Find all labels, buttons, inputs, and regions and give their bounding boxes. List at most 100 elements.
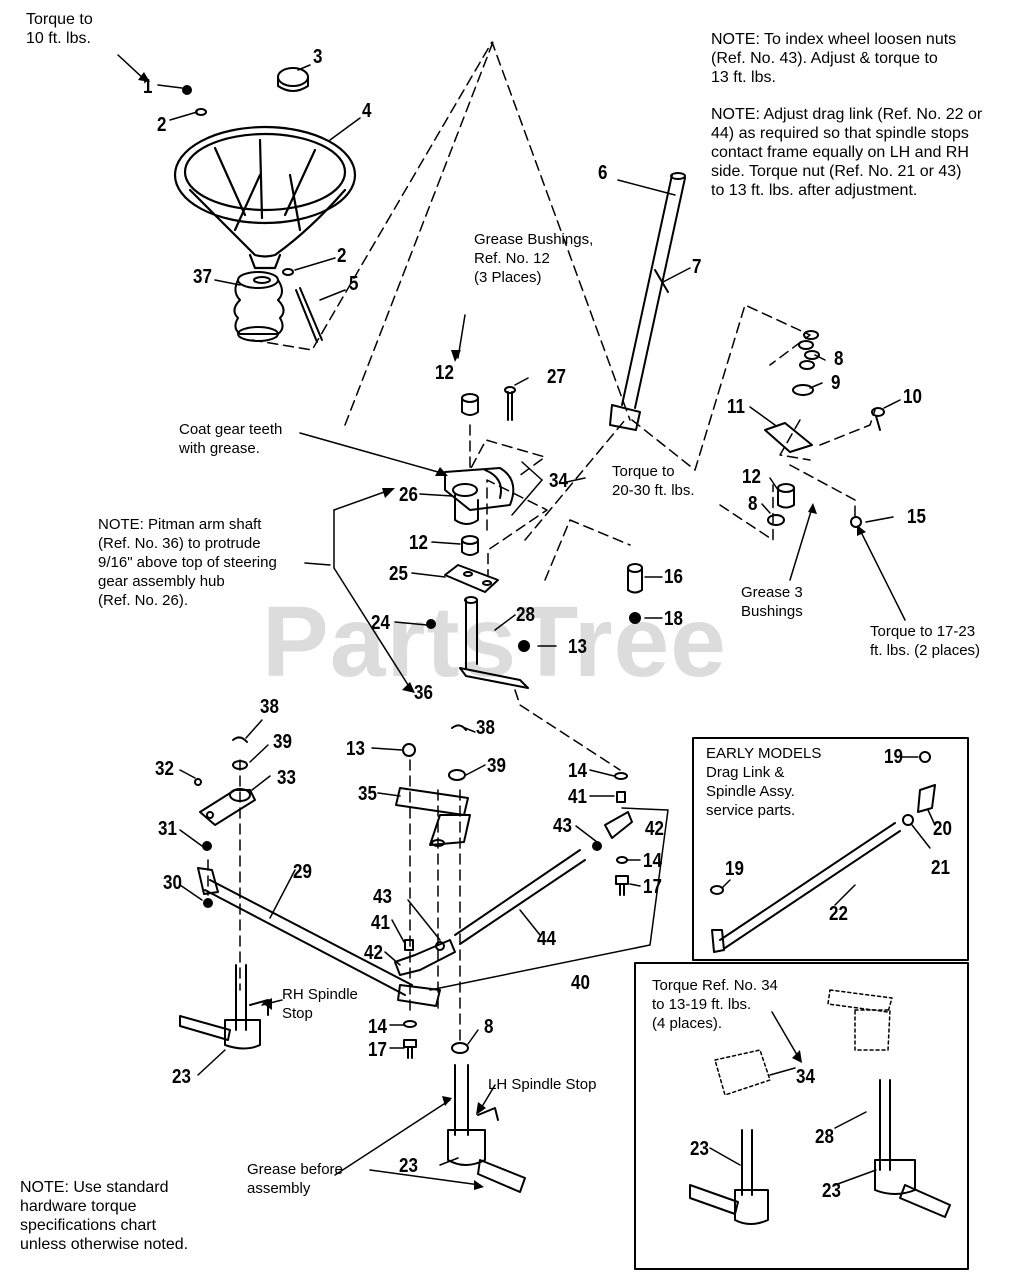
ref-number: 13: [568, 636, 587, 658]
steering-arm-part-33: [199, 788, 256, 826]
ref-number: 39: [487, 755, 506, 777]
ref-number: 25: [389, 563, 408, 585]
ref-number: 17: [368, 1039, 387, 1061]
ref-number: 14: [643, 850, 662, 872]
bushing-part-12c: [777, 483, 795, 509]
ref-number: 8: [834, 348, 844, 370]
note-pitman: NOTE: Pitman arm shaft (Ref. No. 36) to …: [98, 516, 277, 609]
ref-number: 8: [484, 1016, 494, 1038]
ref-number: 19: [884, 746, 903, 768]
ref-number: 19: [725, 858, 744, 880]
spindle-part-23-box-b-solid: [874, 1079, 951, 1218]
bushing-part-12b: [461, 535, 479, 556]
arrowheads: [138, 72, 866, 1190]
ref-number: 23: [399, 1155, 418, 1177]
note-grease-3: Grease 3 Bushings: [741, 584, 803, 620]
bolt-part-17b: [403, 1039, 417, 1059]
ref-number: 3: [313, 46, 323, 68]
ref-number: 7: [692, 256, 702, 278]
note-coat-gear: Coat gear teeth with grease.: [179, 421, 283, 457]
ref-number: 34: [796, 1066, 815, 1088]
early-models-box: [692, 737, 969, 961]
ref-number: 43: [553, 815, 572, 837]
ref-number: 12: [742, 466, 761, 488]
ref-number: 33: [277, 767, 296, 789]
note-torque-20-30: Torque to 20-30 ft. lbs.: [612, 463, 695, 499]
ref-number: 16: [664, 566, 683, 588]
ref-number: 5: [349, 273, 359, 295]
tie-rod-part-29: [197, 867, 441, 1007]
spindle-part-23-box-a-solid: [689, 1129, 769, 1225]
center-cap-part: [277, 67, 309, 87]
note-index-wheel: NOTE: To index wheel loosen nuts (Ref. N…: [711, 31, 957, 86]
bolt-part-5: [295, 287, 323, 343]
note-torque-ref-34: Torque Ref. No. 34 to 13-19 ft. lbs. (4 …: [652, 977, 778, 1032]
ref-number: 39: [273, 731, 292, 753]
ref-number: 23: [822, 1180, 841, 1202]
spindle-part-23-box-b: [827, 989, 893, 1051]
ref-number: 4: [362, 100, 372, 122]
steering-shaft-part-6: [609, 172, 686, 431]
ref-number: 18: [664, 608, 683, 630]
nut-part-15: [850, 516, 862, 528]
plate-part-11: [764, 422, 813, 453]
ref-number: 17: [643, 876, 662, 898]
ref-number: 2: [337, 245, 347, 267]
ref-number: 12: [409, 532, 428, 554]
ref-number: 27: [547, 366, 566, 388]
spindle-part-23-box-a: [714, 1049, 771, 1096]
washer-stack-part-8: [798, 330, 820, 370]
ref-number: 26: [399, 484, 418, 506]
ref-number: 40: [571, 972, 590, 994]
spacer-part-16: [627, 563, 643, 594]
steering-gear-part-26: [444, 467, 515, 525]
ref-number: 1: [143, 76, 153, 98]
bushing-part-12a: [461, 393, 479, 416]
drag-link-part-22: [711, 822, 901, 953]
ref-number: 6: [598, 162, 608, 184]
bolt-part-27: [504, 386, 516, 421]
ref-number: 24: [371, 612, 390, 634]
ref-number: 43: [373, 886, 392, 908]
ref-number: 41: [371, 912, 390, 934]
ref-number: 28: [815, 1126, 834, 1148]
ref-number: 37: [193, 266, 212, 288]
spindle-part-23-rh: [179, 964, 269, 1050]
bolt-part-17: [615, 875, 629, 896]
ref-number: 11: [727, 396, 745, 418]
ref-number: 32: [155, 758, 174, 780]
arm-part-42: [604, 811, 633, 839]
nut-part-1: [182, 85, 192, 95]
ref-number: 31: [158, 818, 177, 840]
ref-number: 29: [293, 861, 312, 883]
ref-number: 22: [829, 903, 848, 925]
bracket-part-25: [444, 564, 499, 593]
ref-number: 30: [163, 872, 182, 894]
ref-number: 41: [568, 786, 587, 808]
note-grease-bushings: Grease Bushings, Ref. No. 12 (3 Places): [474, 231, 594, 286]
ref-number: 14: [368, 1016, 387, 1038]
ref-number: 35: [358, 783, 377, 805]
ref-number: 38: [476, 717, 495, 739]
ref-number: 38: [260, 696, 279, 718]
ref-number: 23: [690, 1138, 709, 1160]
watermark: PartsTree: [262, 586, 727, 698]
washer-part-9: [792, 384, 814, 396]
ref-number: 36: [414, 682, 433, 704]
washer-part-8: [767, 514, 785, 526]
ref-number: 9: [831, 372, 841, 394]
bolt-part-10: [871, 407, 885, 431]
ref-number: 34: [549, 470, 568, 492]
ref-number: 15: [907, 506, 926, 528]
ref-number: 2: [157, 114, 167, 136]
steering-wheel-part: [173, 125, 357, 270]
ref-number: 12: [435, 362, 454, 384]
note-standard-hardware: NOTE: Use standard hardware torque speci…: [20, 1179, 189, 1253]
ref-number: 44: [537, 928, 556, 950]
note-rh-spindle: RH Spindle Stop: [282, 986, 358, 1022]
ref-number: 8: [748, 493, 758, 515]
pitman-shaft-part-36: [459, 596, 529, 689]
ref-number: 23: [172, 1066, 191, 1088]
